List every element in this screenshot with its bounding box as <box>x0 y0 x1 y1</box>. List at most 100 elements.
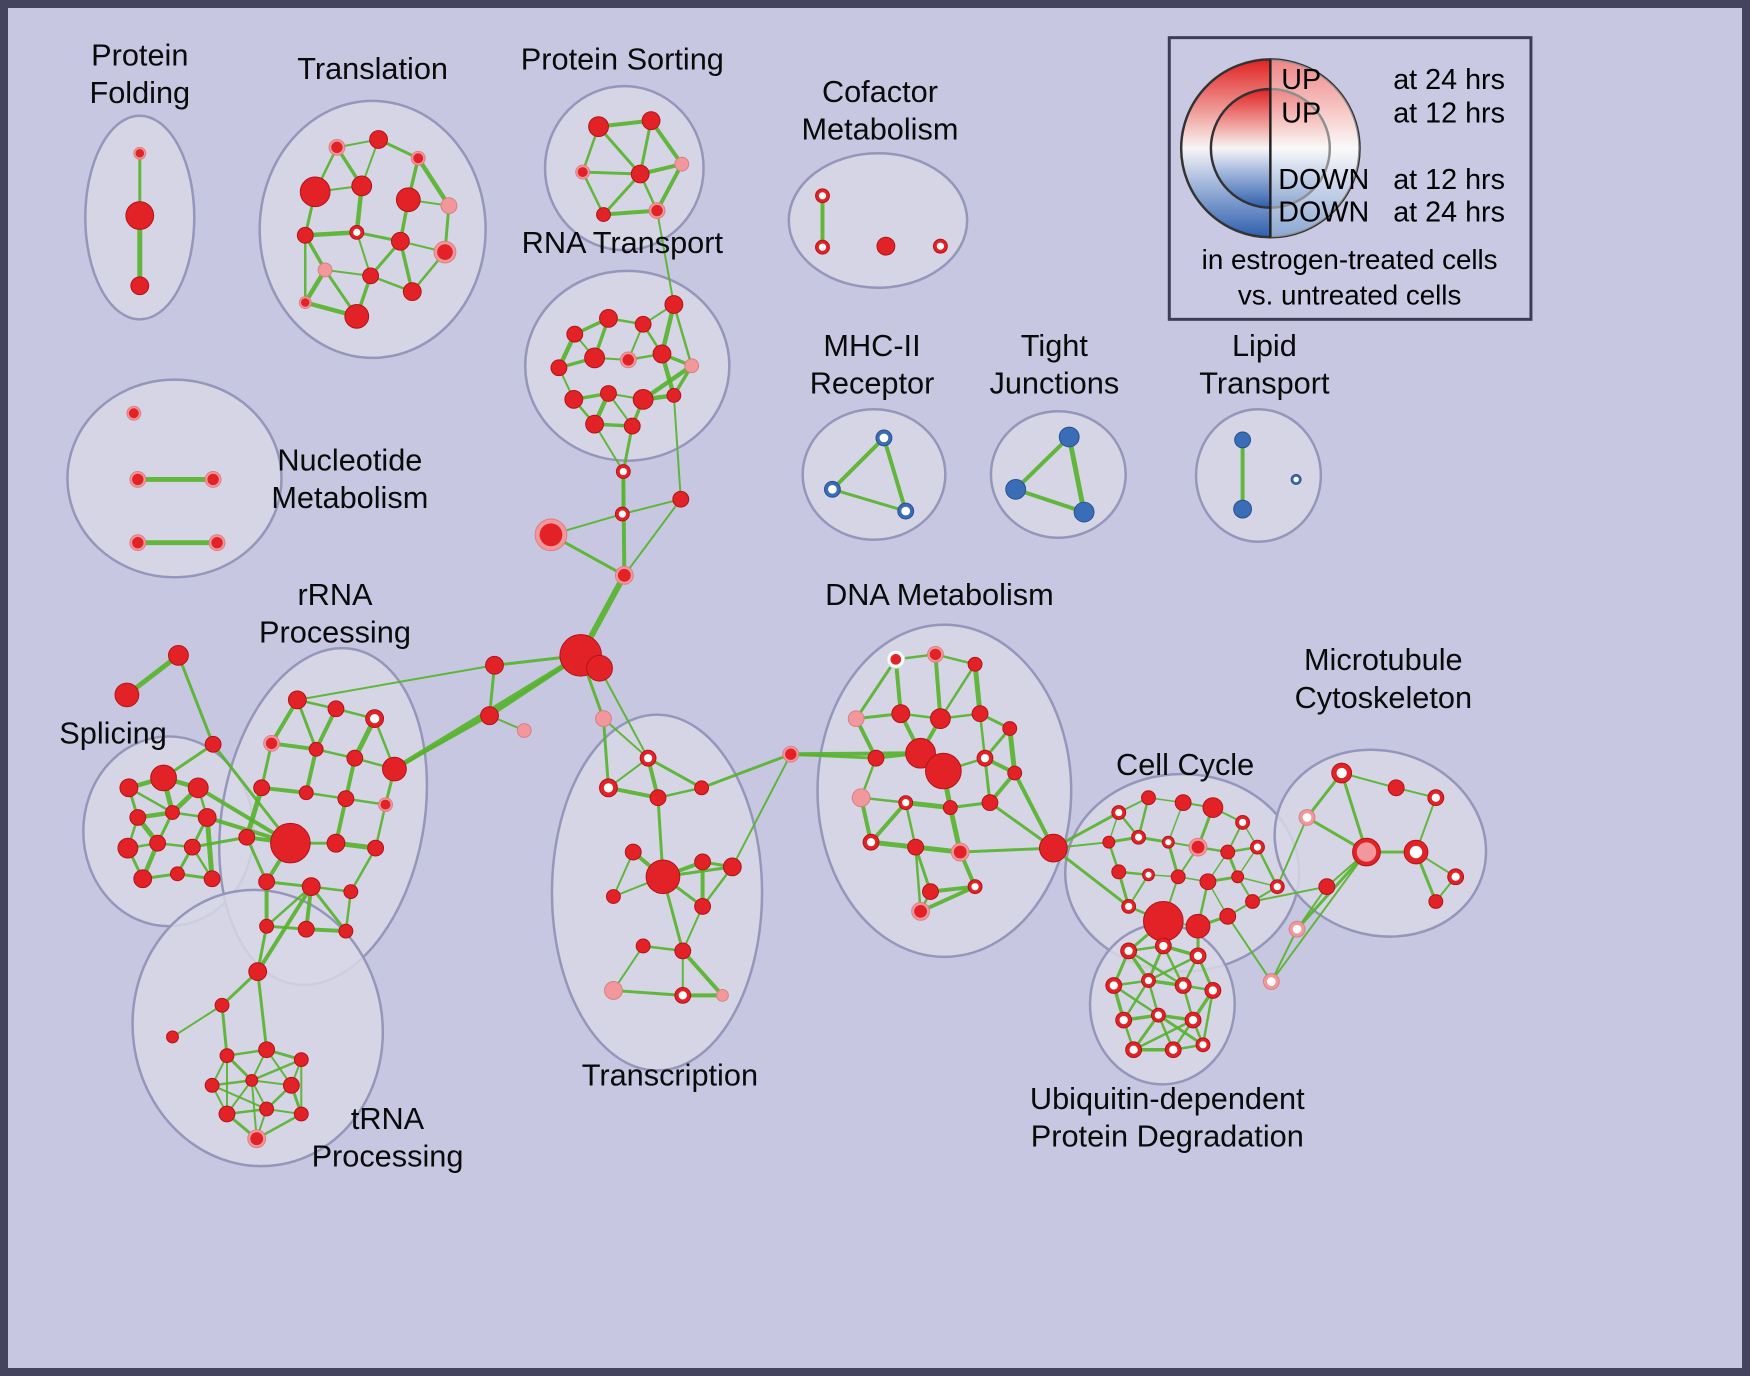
node-ring <box>1102 835 1116 849</box>
network-edge <box>1127 949 1185 987</box>
network-node-rt5 <box>550 359 568 377</box>
network-node-rt10 <box>564 390 584 409</box>
cluster-ellipse-dna-metabolism <box>816 623 1073 959</box>
node-core <box>380 799 391 810</box>
node-ring <box>694 780 710 796</box>
node-ring <box>649 789 667 807</box>
network-node-ps1 <box>588 116 609 137</box>
legend-down-24-time: at 24 hrs <box>1393 197 1505 229</box>
node-ring <box>150 764 177 792</box>
node-ring <box>480 706 499 726</box>
network-node-spt1 <box>114 682 140 708</box>
network-edge <box>830 487 908 513</box>
node-core <box>1169 1045 1178 1054</box>
node-ring <box>550 359 568 377</box>
node-ring <box>367 839 385 857</box>
network-node-sp6 <box>197 808 217 827</box>
node-ring <box>905 737 936 769</box>
network-node-rr7 <box>382 756 407 782</box>
node-core <box>1125 902 1133 911</box>
network-node-ub5 <box>1141 973 1156 988</box>
network-node-tx1 <box>595 710 612 728</box>
node-core <box>369 714 380 724</box>
network-edge <box>1226 915 1273 983</box>
node-ring <box>149 834 167 852</box>
node-ring <box>440 197 458 215</box>
node-ring <box>327 700 345 718</box>
network-node-dn9 <box>867 749 885 767</box>
network-node-ps4 <box>630 164 650 184</box>
network-edge <box>171 1004 224 1038</box>
network-node-dn11 <box>925 752 962 790</box>
network-node-dn1 <box>886 649 906 669</box>
node-ring <box>600 385 617 402</box>
network-node-cc15 <box>1199 873 1217 891</box>
network-edge <box>903 800 953 811</box>
node-core <box>866 838 876 847</box>
node-ring <box>259 918 275 934</box>
node-ring <box>623 417 641 435</box>
node-core <box>1431 793 1440 802</box>
node-core <box>785 748 797 760</box>
network-node-mc2 <box>1387 779 1405 797</box>
network-node-tr10 <box>390 231 410 251</box>
legend: UP at 24 hrs UP at 12 hrs DOWN at 12 hrs… <box>1167 36 1533 321</box>
network-node-tx10 <box>694 898 712 915</box>
node-ring <box>967 656 983 672</box>
network-node-pf3 <box>130 276 150 296</box>
network-node-tn7 <box>204 1077 220 1093</box>
network-node-dn13 <box>1007 765 1023 781</box>
node-core <box>1119 1015 1128 1025</box>
network-node-cn8 <box>516 723 532 738</box>
network-node-cc5 <box>1235 815 1251 830</box>
network-node-cc6 <box>1102 835 1116 849</box>
network-edge <box>700 752 793 790</box>
network-node-cn7 <box>480 706 499 726</box>
cluster-ellipse-trna-processing <box>131 888 385 1168</box>
network-node-rr14 <box>326 833 346 853</box>
network-node-dn2 <box>927 645 944 663</box>
node-core <box>132 537 144 549</box>
legend-up-24-time: at 24 hrs <box>1393 64 1505 96</box>
network-node-cc18 <box>1185 913 1211 939</box>
network-node-tr11 <box>433 240 457 264</box>
network-edge <box>914 845 922 913</box>
network-edge <box>602 717 610 790</box>
node-ring <box>867 749 885 767</box>
network-node-cn12 <box>1262 973 1280 990</box>
network-node-cf2 <box>815 239 830 255</box>
node-ring <box>605 889 621 904</box>
network-node-spt3 <box>204 735 222 753</box>
node-ring <box>390 231 410 251</box>
network-edge <box>1132 1018 1195 1051</box>
node-ring <box>1185 913 1211 939</box>
node-core <box>437 244 453 260</box>
network-edge <box>597 125 642 176</box>
node-ring <box>641 111 661 131</box>
node-core <box>980 754 990 763</box>
network-node-rr12 <box>238 828 256 846</box>
network-node-sp8 <box>149 834 167 852</box>
network-node-dn18 <box>862 833 880 851</box>
network-node-nm2 <box>129 471 147 488</box>
node-ring <box>125 201 155 230</box>
node-ring <box>214 997 230 1013</box>
network-node-tr4 <box>299 176 331 208</box>
network-edge <box>611 988 685 997</box>
network-node-rt7 <box>619 351 637 369</box>
node-core <box>643 754 653 763</box>
network-node-sp9 <box>183 838 201 856</box>
node-core <box>207 473 219 486</box>
node-core <box>1356 842 1377 862</box>
network-node-cn13 <box>615 464 631 479</box>
network-node-rr16 <box>258 873 276 891</box>
network-edge <box>933 652 943 721</box>
network-node-rr6 <box>346 749 364 767</box>
network-node-cc3 <box>1174 794 1192 812</box>
network-edge <box>869 800 908 845</box>
network-node-rr9 <box>298 785 314 801</box>
